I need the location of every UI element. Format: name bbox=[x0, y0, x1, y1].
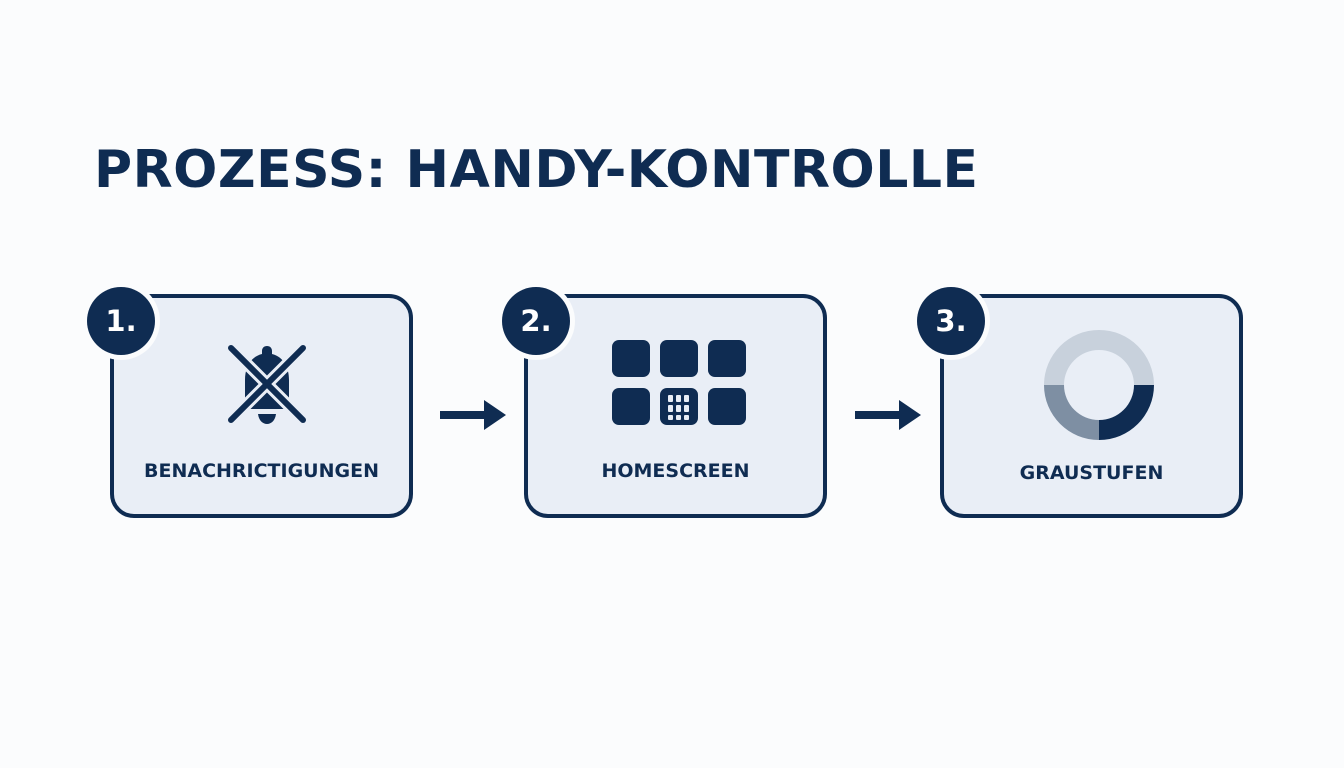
arrow-right-icon bbox=[855, 400, 921, 430]
step-card-notifications: BENACHRICTIGUNGEN bbox=[110, 294, 413, 518]
step-number-badge-3: 3. bbox=[917, 287, 985, 355]
diagram-title: PROZESS: HANDY-KONTROLLE bbox=[94, 140, 979, 200]
step-number-badge-1: 1. bbox=[87, 287, 155, 355]
step-card-grayscale: GRAUSTUFEN bbox=[940, 294, 1243, 518]
step-label-notifications: BENACHRICTIGUNGEN bbox=[144, 460, 379, 482]
app-grid-icon bbox=[612, 340, 746, 425]
step-label-homescreen: HOMESCREEN bbox=[601, 460, 750, 482]
grayscale-ring-icon bbox=[1044, 330, 1154, 440]
arrow-right-icon bbox=[440, 400, 506, 430]
step-label-grayscale: GRAUSTUFEN bbox=[1019, 462, 1164, 484]
bell-muted-icon bbox=[225, 342, 309, 426]
step-card-homescreen: HOMESCREEN bbox=[524, 294, 827, 518]
step-number-badge-2: 2. bbox=[502, 287, 570, 355]
